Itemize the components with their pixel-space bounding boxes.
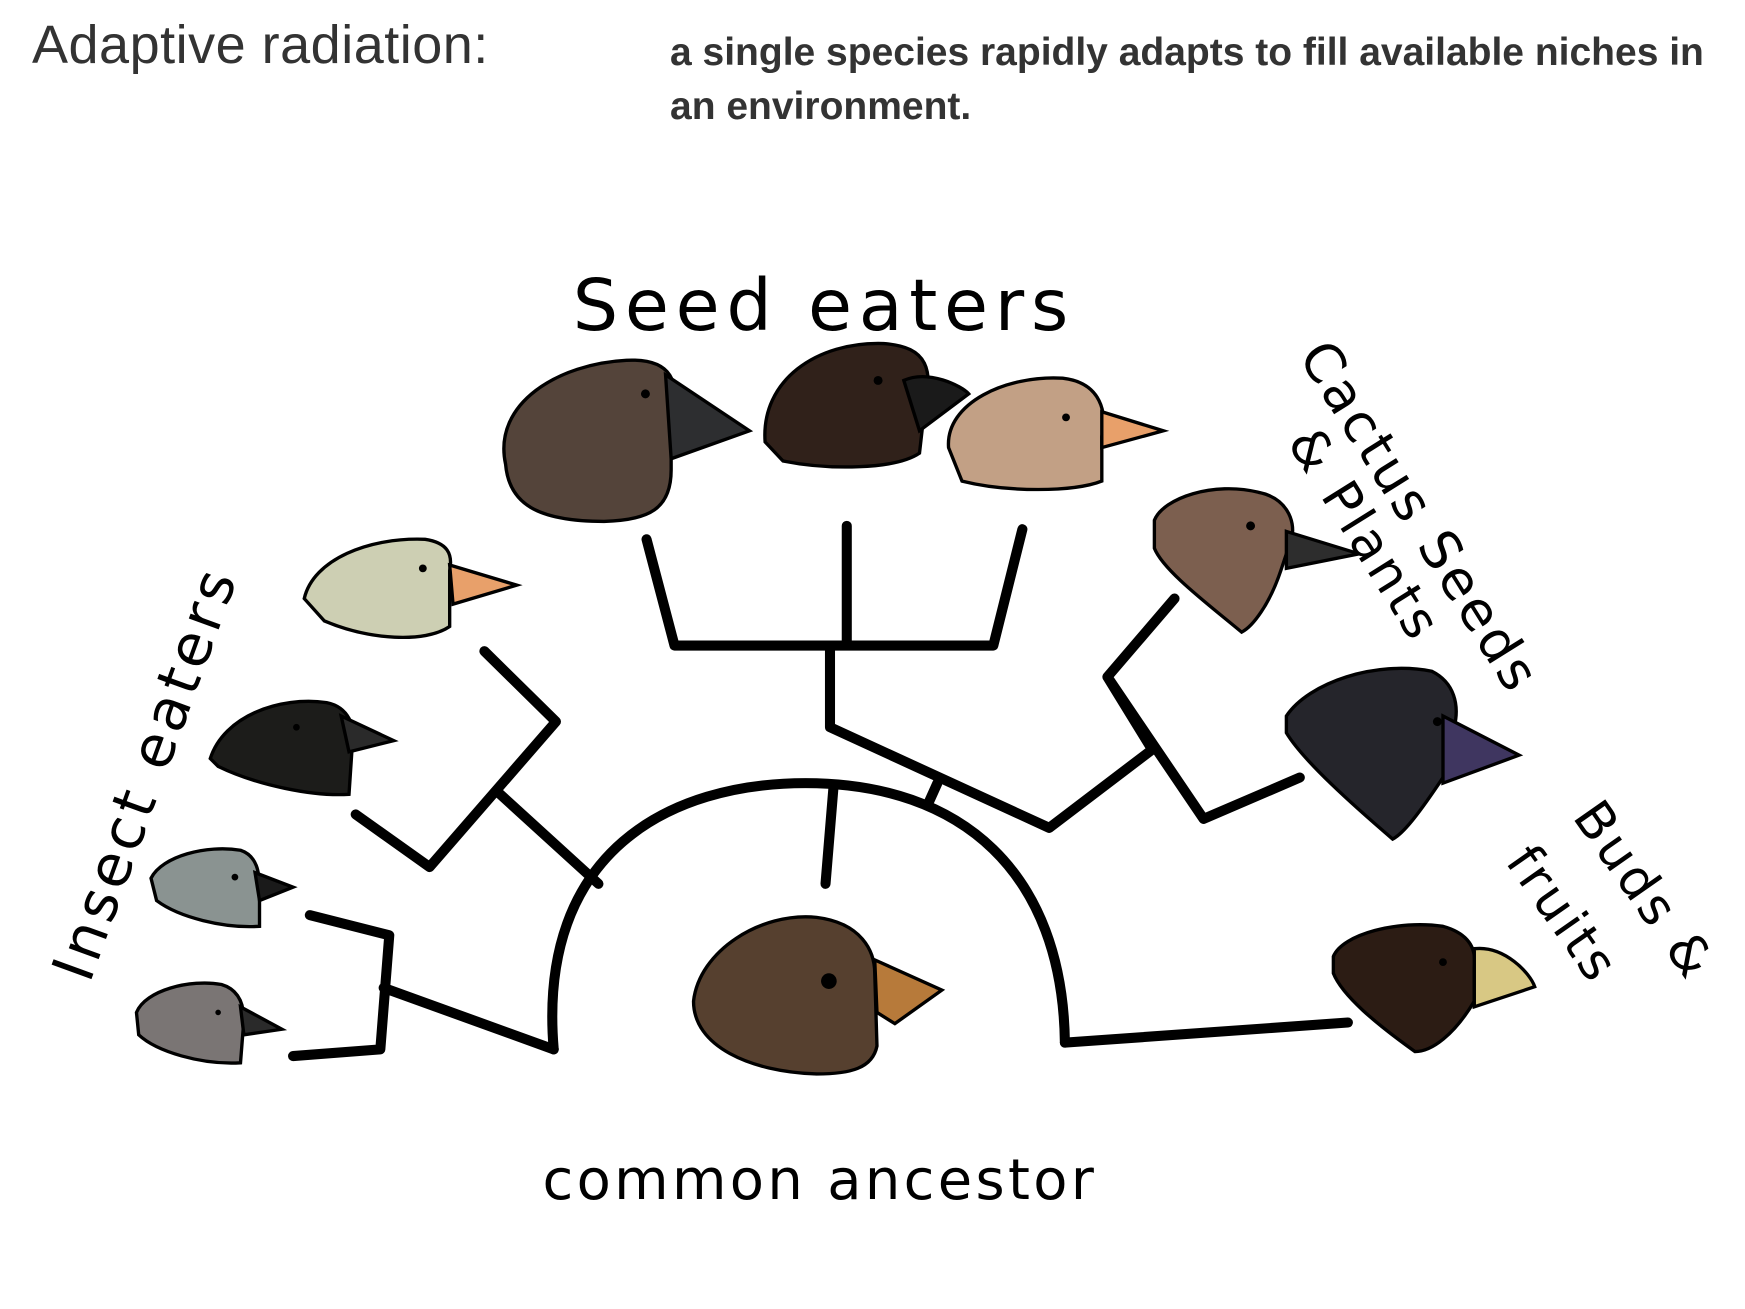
label-seed-eaters: Seed eaters <box>573 264 1075 347</box>
ancestor-arc <box>547 778 1070 1055</box>
branch-buds <box>1059 1017 1353 1048</box>
bird-cactus-eater-2 <box>1284 666 1524 842</box>
tree-branches <box>288 520 1353 1062</box>
bird-insect-eater-4 <box>134 981 288 1065</box>
page-title: Adaptive radiation: <box>32 15 489 75</box>
bird-insect-eater-2 <box>208 699 399 797</box>
bird-cactus-eater-1 <box>1152 487 1360 635</box>
bird-buds-eater <box>1331 922 1537 1054</box>
branch-insect-lower <box>288 910 559 1062</box>
branch-cactus <box>1102 593 1305 824</box>
branch-insect-upper <box>350 646 604 889</box>
bird-seed-eater-3 <box>946 376 1170 492</box>
label-common-ancestor: common ancestor <box>543 1148 1098 1213</box>
bird-seed-eater-1 <box>502 358 754 524</box>
bird-common-ancestor <box>691 915 946 1076</box>
branch-arc-connector <box>922 778 943 811</box>
definition-text: a single species rapidly adapts to fill … <box>670 31 1704 128</box>
bird-seed-eater-2 <box>763 341 972 469</box>
ancestor-stem <box>820 783 839 889</box>
bird-insect-eater-1 <box>302 537 523 640</box>
branch-seed-eaters <box>641 520 1158 833</box>
bird-insect-eater-3 <box>149 847 298 929</box>
